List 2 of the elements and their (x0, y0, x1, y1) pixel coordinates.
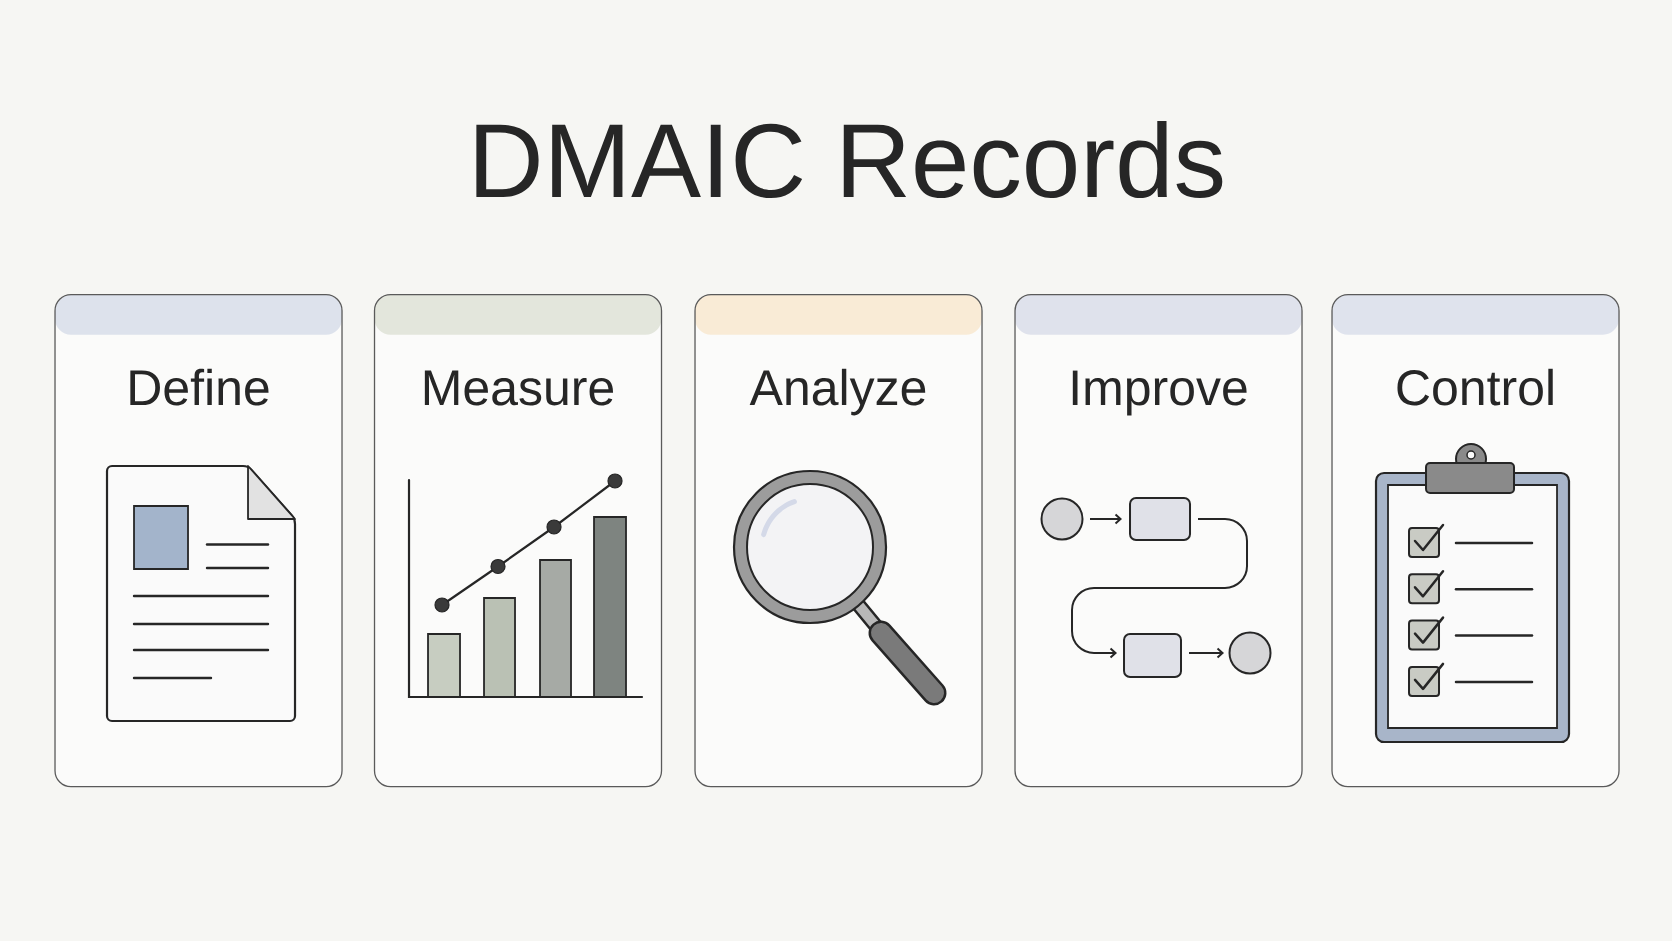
title: DMAIC Records (476, 120, 1223, 198)
card: Improve (1014, 294, 1303, 788)
